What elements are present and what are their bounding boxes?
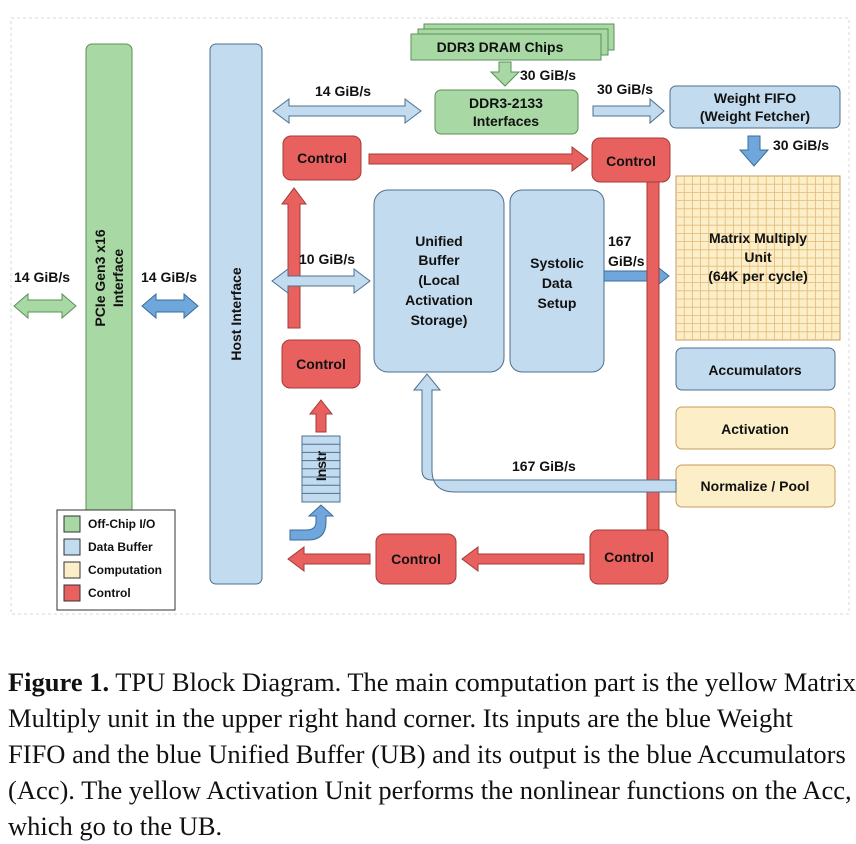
ub-line4: Activation (405, 292, 473, 308)
bw-offchip: 14 GiB/s (14, 269, 70, 285)
legend-label: Computation (88, 563, 162, 577)
figure-caption: Figure 1. TPU Block Diagram. The main co… (8, 664, 856, 844)
mmu-line1: Matrix Multiply (709, 230, 807, 246)
dram-chips-label: DDR3 DRAM Chips (437, 39, 564, 55)
systolic-line2: Data (542, 275, 573, 291)
unified-buffer-block: Unified Buffer (Local Activation Storage… (373, 189, 505, 373)
diagram-canvas: DDR3 DRAM Chips 30 GiB/s DDR3-2133 Inter… (10, 17, 850, 615)
bw-fifo-mmu: 30 GiB/s (773, 137, 829, 153)
mmu-line3: (64K per cycle) (708, 268, 808, 284)
pcie-interface-block: PCIe Gen3 x16 Interface (85, 43, 133, 591)
ddr3-iface-line2: Interfaces (473, 113, 539, 129)
mmu-line2: Unit (744, 249, 772, 265)
control-top-left-label: Control (297, 150, 347, 166)
bw-iface-fifo: 30 GiB/s (597, 81, 653, 97)
ub-line2: Buffer (418, 252, 460, 268)
legend-swatch (63, 515, 81, 533)
control-bottom-arrow (461, 546, 585, 572)
control-top-right-label: Control (606, 153, 656, 169)
control-top-left: Control (282, 135, 362, 181)
matrix-multiply-unit: Matrix Multiply Unit (64K per cycle) (675, 175, 841, 341)
systolic-line3: Setup (538, 295, 577, 311)
legend-swatch (63, 561, 81, 579)
weight-fifo-block: Weight FIFO (Weight Fetcher) (669, 85, 841, 129)
control-mid-left-label: Control (296, 356, 346, 372)
dram-chips-block: DDR3 DRAM Chips (410, 23, 615, 61)
control-vertical-bar (646, 181, 660, 531)
control-bottom-right: Control (589, 529, 669, 585)
legend-label: Control (88, 586, 131, 600)
activation-block: Activation (675, 406, 836, 450)
systolic-line1: Systolic (530, 255, 584, 271)
bw-host-iface: 14 GiB/s (315, 83, 371, 99)
ddr3-iface-line1: DDR3-2133 (469, 95, 543, 111)
accumulators-block: Accumulators (675, 347, 836, 391)
bw-dram-iface: 30 GiB/s (520, 67, 576, 83)
host-label: Host Interface (228, 267, 244, 361)
ub-line5: Storage) (411, 312, 468, 328)
bw-return-ub: 167 GiB/s (512, 458, 576, 474)
weight-fifo-line1: Weight FIFO (714, 90, 796, 106)
accumulators-label: Accumulators (708, 362, 802, 378)
instr-control-arrow (308, 399, 334, 433)
fifo-mmu-arrow (738, 135, 770, 167)
control-top-right: Control (591, 137, 671, 183)
pcie-line2: Interface (110, 249, 126, 308)
instr-label: Instr (313, 450, 329, 481)
control-bottom-mid: Control (375, 533, 457, 585)
host-iface-arrow (272, 98, 422, 124)
iface-fifo-arrow (592, 97, 665, 125)
bw-systolic-mmu-1: 167 (608, 233, 632, 249)
host-instr-arrow (289, 504, 335, 541)
legend: Off-Chip I/O Data BufferComputationContro… (56, 509, 176, 611)
legend-label: Off-Chip I/O (88, 517, 155, 531)
control-mid-left: Control (281, 339, 361, 389)
instr-block: Instr (301, 435, 341, 503)
activation-label: Activation (721, 421, 789, 437)
bw-systolic-mmu-2: GiB/s (608, 253, 645, 269)
legend-label: Data Buffer (88, 540, 153, 554)
systolic-setup-block: Systolic Data Setup (509, 189, 605, 373)
caption-label: Figure 1. (8, 667, 110, 697)
bw-host-ub: 10 GiB/s (299, 251, 355, 267)
pcie-line1: PCIe Gen3 x16 (92, 229, 108, 326)
weight-fifo-line2: (Weight Fetcher) (700, 108, 810, 124)
ub-line1: Unified (415, 233, 462, 249)
diagram-frame (10, 17, 850, 615)
host-ub-arrow (271, 268, 371, 294)
normalize-label: Normalize / Pool (701, 478, 810, 494)
host-interface-block: Host Interface (209, 43, 263, 585)
control-host-arrow (287, 546, 371, 572)
offchip-arrow (13, 292, 77, 320)
ub-line3: (Local (418, 272, 459, 288)
control-bottom-right-label: Control (604, 549, 654, 565)
dram-iface-arrow (489, 61, 521, 87)
normalize-block: Normalize / Pool (675, 464, 836, 508)
ddr3-interfaces-block: DDR3-2133 Interfaces (434, 89, 579, 135)
legend-swatch (63, 584, 81, 602)
caption-text: TPU Block Diagram. The main computation … (8, 667, 856, 841)
bw-pcie-host: 14 GiB/s (141, 269, 197, 285)
control-top-arrow (368, 146, 589, 172)
control-bottom-mid-label: Control (391, 551, 441, 567)
pcie-host-arrow (141, 292, 199, 320)
legend-swatch (63, 538, 81, 556)
return-ub-arrow (412, 373, 677, 493)
